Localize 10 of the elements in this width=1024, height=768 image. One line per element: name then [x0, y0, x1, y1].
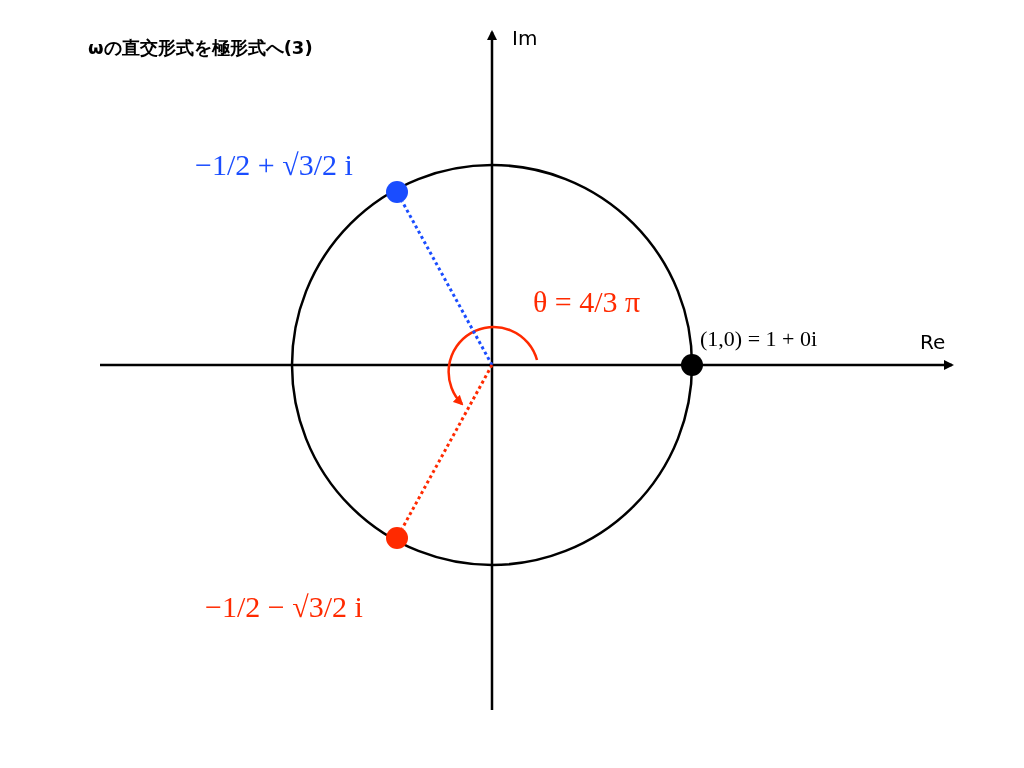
point-marker	[386, 527, 408, 549]
axis-label: Re	[920, 330, 946, 354]
angle-label: θ = 4/3 π	[533, 285, 641, 319]
point-marker	[681, 354, 703, 376]
point-formula: (1,0) = 1 + 0i	[700, 326, 818, 352]
title: ωの直交形式を極形式へ(3)	[88, 36, 313, 60]
point-marker	[386, 181, 408, 203]
axis-label: Im	[512, 26, 538, 50]
point-formula: −1/2 + √3/2 i	[195, 148, 353, 182]
point-formula: −1/2 − √3/2 i	[205, 590, 363, 624]
